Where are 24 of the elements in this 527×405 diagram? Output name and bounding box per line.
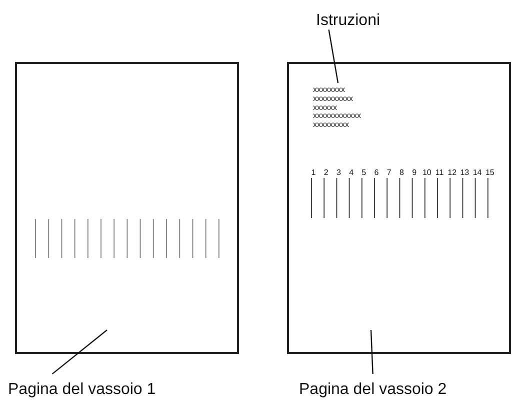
scale-number: 15 xyxy=(485,169,494,177)
leader-line xyxy=(370,330,374,374)
scale-number: 12 xyxy=(448,169,457,177)
callout-label: Istruzioni xyxy=(316,12,380,30)
scale-number: 9 xyxy=(412,169,417,177)
instruction-text: xxxxxxxx xxxxxxxxxx xxxxxx xxxxxxxxxxxx xxxxxxxxx xyxy=(313,86,361,130)
scale-number: 13 xyxy=(460,169,470,177)
callout-label: Pagina del vassoio 1 xyxy=(8,381,156,399)
scale-number: 1 xyxy=(311,169,316,177)
scale-number: 14 xyxy=(472,169,482,177)
paper-sheet xyxy=(15,62,239,354)
scale-number: 6 xyxy=(374,169,379,177)
scale-number: 3 xyxy=(336,169,341,177)
scale-number: 10 xyxy=(422,169,432,177)
leader-line xyxy=(52,330,108,374)
scale-number: 8 xyxy=(399,169,404,177)
paper-sheet xyxy=(287,62,511,354)
scale-number: 11 xyxy=(435,169,444,177)
scale-number: 2 xyxy=(324,169,328,177)
scale-number: 4 xyxy=(349,169,354,177)
callout-label: Pagina del vassoio 2 xyxy=(299,381,447,399)
leader-line xyxy=(328,30,339,84)
scale-number: 7 xyxy=(386,169,392,177)
scale-number: 5 xyxy=(362,169,366,177)
